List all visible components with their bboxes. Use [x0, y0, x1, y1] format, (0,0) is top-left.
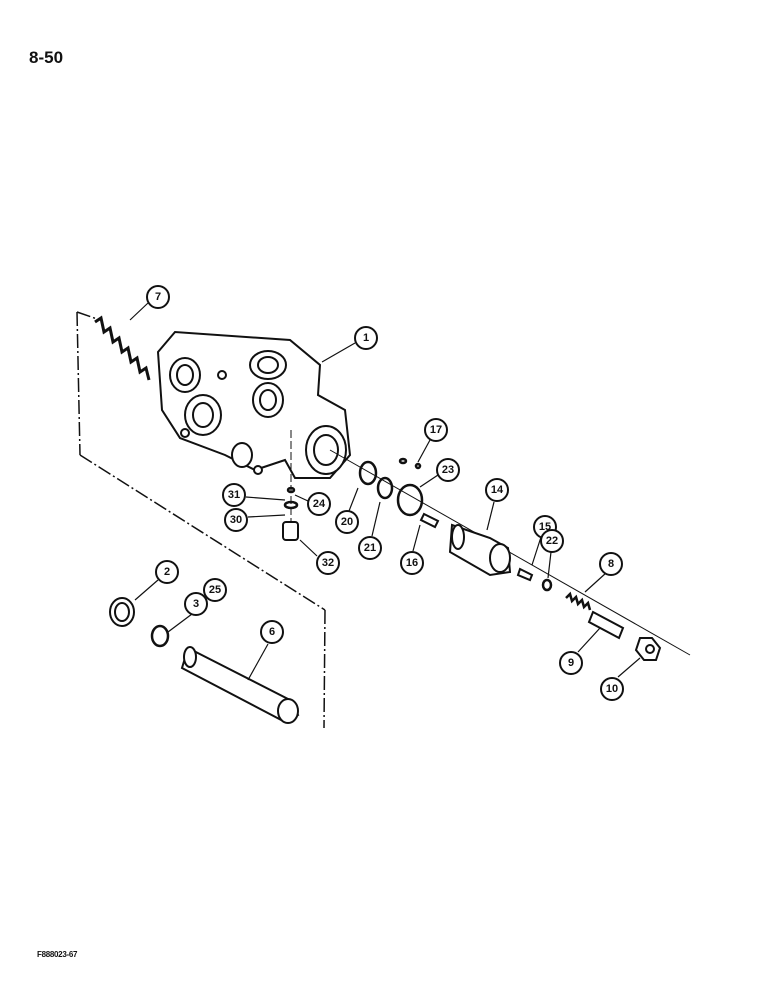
- svg-text:17: 17: [430, 424, 442, 436]
- svg-text:14: 14: [491, 484, 504, 496]
- leader-lines: [129, 302, 641, 681]
- callout-6: 6: [260, 620, 284, 644]
- svg-text:23: 23: [442, 464, 454, 476]
- cartridge-part-14: [448, 523, 512, 577]
- spring-part-7: [94, 315, 151, 381]
- callout-23: 23: [436, 458, 460, 482]
- callout-7: 7: [146, 285, 170, 309]
- svg-text:31: 31: [228, 489, 240, 501]
- page-number: 8-50: [29, 48, 64, 67]
- svg-text:9: 9: [568, 657, 574, 669]
- svg-text:3: 3: [193, 598, 199, 610]
- svg-text:2: 2: [164, 566, 170, 578]
- callout-31: 31: [222, 483, 246, 507]
- svg-text:24: 24: [313, 498, 326, 510]
- callout-2: 2: [155, 560, 179, 584]
- svg-text:1: 1: [363, 332, 369, 344]
- callout-20: 20: [335, 510, 359, 534]
- callout-17: 17: [424, 418, 448, 442]
- callout-21: 21: [358, 536, 382, 560]
- spring-part-8: [565, 591, 592, 611]
- callout-1: 1: [354, 326, 378, 350]
- callout-3: 3: [184, 592, 208, 616]
- callout-16: 16: [400, 551, 424, 575]
- svg-text:7: 7: [155, 291, 161, 303]
- callout-22: 22: [540, 529, 564, 553]
- svg-text:21: 21: [364, 542, 376, 554]
- reference-plane: [76, 311, 326, 729]
- callout-8: 8: [599, 552, 623, 576]
- poppet-part-16: [419, 512, 440, 529]
- valve-body-part-1: [156, 330, 352, 479]
- svg-text:6: 6: [269, 626, 275, 638]
- callout-10: 10: [600, 677, 624, 701]
- svg-text:20: 20: [341, 516, 353, 528]
- callout-14: 14: [485, 478, 509, 502]
- svg-text:10: 10: [606, 683, 618, 695]
- plug-part-32: [282, 521, 299, 541]
- o-rings-and-seals: [150, 457, 553, 648]
- plug-part-2: [109, 597, 135, 627]
- svg-text:16: 16: [406, 557, 418, 569]
- svg-text:22: 22: [546, 535, 558, 547]
- callout-25: 25: [203, 578, 227, 602]
- pin-part-15: [516, 567, 534, 582]
- nut-part-10: [634, 637, 662, 661]
- svg-text:32: 32: [322, 557, 334, 569]
- callout-32: 32: [316, 551, 340, 575]
- figure-code: F888023-67: [37, 950, 78, 959]
- screw-part-9: [587, 610, 625, 640]
- svg-text:30: 30: [230, 514, 242, 526]
- callout-24: 24: [307, 492, 331, 516]
- spool-part-6: [180, 646, 300, 724]
- callout-9: 9: [559, 651, 583, 675]
- svg-text:25: 25: [209, 584, 221, 596]
- callout-30: 30: [224, 508, 248, 532]
- svg-text:8: 8: [608, 558, 614, 570]
